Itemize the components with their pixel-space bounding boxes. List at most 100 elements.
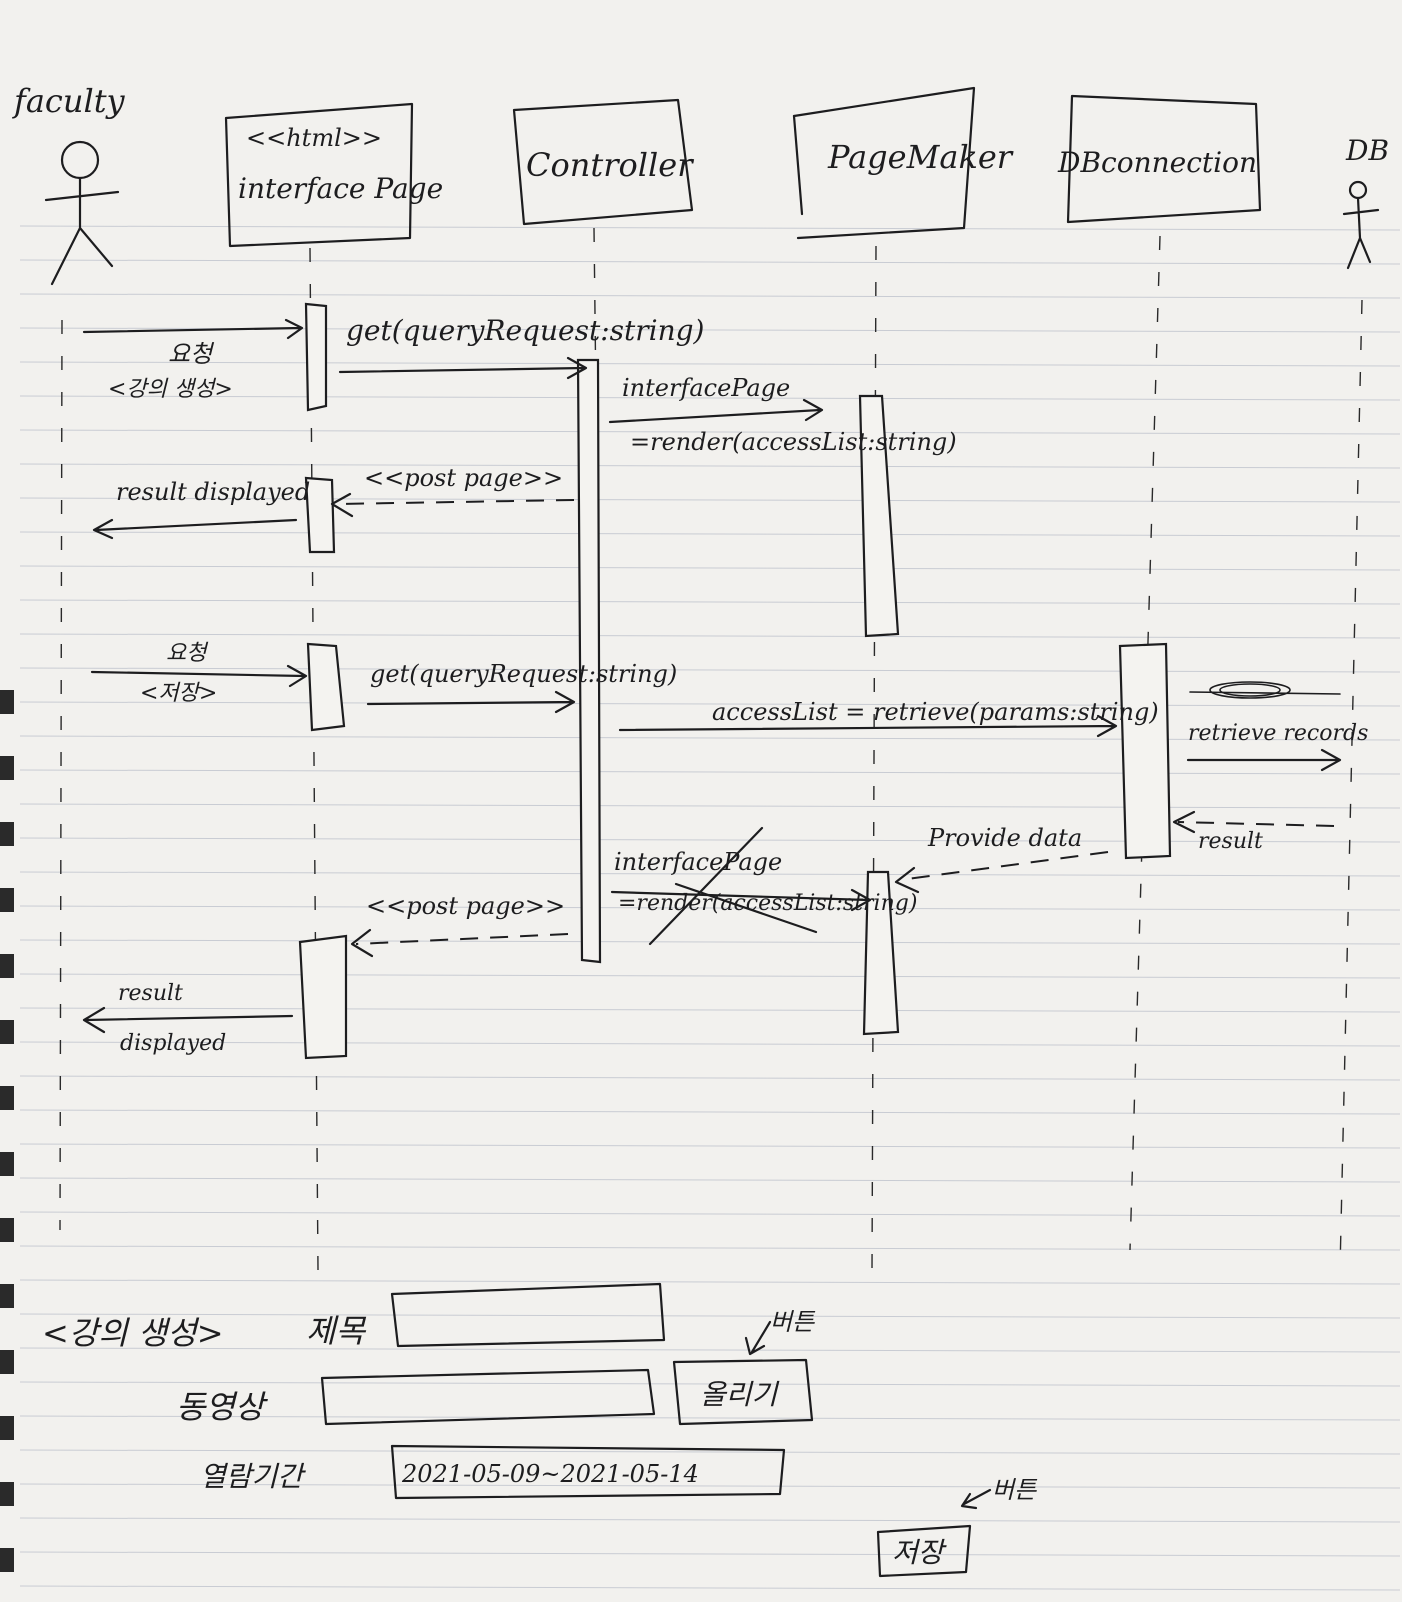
notebook-rule-line [19,701,1401,707]
notebook-rule-line [19,225,1401,231]
notebook-rule-line [19,259,1401,265]
notebook-rule-line [19,871,1401,877]
save-button-label: 저장 [892,1536,947,1569]
interfacepage1-label: interfacePage [622,374,790,402]
spiral-binding [0,690,14,1572]
db-result-label: result [1198,829,1263,854]
notebook-rule-line [19,939,1401,945]
faculty-stick-figure [44,140,120,286]
notebook-rule-line [19,463,1401,469]
post-page2-label: <<post page>> [366,892,565,920]
controller-label: Controller [526,146,694,184]
notebook-rule-line [19,599,1401,605]
title-field-label: 제목 [306,1312,366,1350]
notebook-rule-line [19,905,1401,911]
notebook-rule-line [19,1347,1401,1353]
notebook-rule-line [19,1517,1401,1523]
spiral-ring [0,1152,14,1176]
notebook-rule-line [19,395,1401,401]
scribble-mark [1189,681,1341,699]
notebook-rules [19,225,1401,1591]
retrieve-call-label: accessList = retrieve(params:string) [712,698,1159,726]
db-stick-figure [1342,180,1380,270]
video-field-label: 동영상 [176,1388,269,1426]
notebook-rule-line [19,1075,1401,1081]
period-field-label: 열람기간 [200,1460,306,1493]
faculty-label: faculty [12,82,126,120]
faculty-lifeline [59,319,63,1231]
retrieve-records-label: retrieve records [1188,721,1368,746]
spiral-ring [0,1218,14,1242]
notebook-rule-line [19,1041,1401,1047]
spiral-ring [0,756,14,780]
interface-name: interface Page [238,172,443,205]
spiral-ring [0,888,14,912]
spiral-ring [0,822,14,846]
dbconnection-box: DBconnection [1057,94,1262,224]
notebook-rule-line [19,769,1401,775]
notebook-rule-line [19,1381,1401,1387]
period-field-value: 2021-05-09~2021-05-14 [401,1460,699,1488]
notebook-rule-line [19,1483,1401,1489]
notebook-rule-line [19,293,1401,299]
notebook-rule-line [19,531,1401,537]
get1-label: get(queryRequest:string) [346,314,704,347]
title-field-box [390,1282,666,1348]
provide-data-label: Provide data [927,824,1082,852]
spiral-ring [0,690,14,714]
interface-lifeline [309,247,319,1271]
pagemaker-label: PageMaker [827,138,1014,176]
spiral-ring [0,954,14,978]
request2-note: <저장> [140,681,217,706]
notebook-rule-line [19,803,1401,809]
spiral-ring [0,1548,14,1572]
pagemaker-box: PageMaker [792,86,1014,240]
spiral-ring [0,1350,14,1374]
save-button-box [876,1524,972,1578]
save-button-note: 버튼 [992,1476,1038,1504]
spiral-ring [0,1482,14,1506]
notebook-rule-line [19,565,1401,571]
interfacepage2-label: interfacePage [614,848,782,876]
activation-bars [298,302,1172,1060]
request2-label: 요청 [166,641,209,666]
form-heading: <강의 생성> [42,1314,224,1352]
attach-button-box [672,1358,814,1426]
controller-box: Controller [512,98,694,226]
strike-through-mark [648,826,818,946]
render2-label: =render(accessList:string) [618,891,917,916]
attach-button-note: 버튼 [770,1308,816,1336]
displayed2-label: displayed [120,1031,226,1056]
notebook-rule-line [19,1109,1401,1115]
notebook-rule-line [19,1245,1401,1251]
period-field-box [390,1444,786,1500]
request1-label: 요청 [168,340,215,368]
get2-label: get(queryRequest:string) [370,660,677,688]
spiral-ring [0,1086,14,1110]
notebook-rule-line [19,1211,1401,1217]
spiral-ring [0,1416,14,1440]
notebook-rule-line [19,633,1401,639]
notebook-rule-line [19,1415,1401,1421]
result-displayed1-label: result displayed [116,478,310,506]
db-lifeline [1339,299,1363,1271]
notebook-rule-line [19,1449,1401,1455]
notebook-rule-line [19,837,1401,843]
notebook-rule-line [19,497,1401,503]
db-label: DB [1345,134,1389,167]
result2-label: result [118,981,183,1006]
notebook-rule-line [19,735,1401,741]
notebook-rule-line [19,667,1401,673]
spiral-ring [0,1284,14,1308]
render1-label: =render(accessList:string) [630,428,957,456]
pagemaker-lifeline [871,245,877,1271]
form-sketch: <강의 생성> 제목 동영상 올리기 버튼 열람기간 2021-05-09~20… [42,1282,1038,1578]
video-field-box [320,1368,656,1426]
request1-note: <강의 생성> [108,377,233,402]
notebook-rule-line [19,1551,1401,1557]
dbconnection-label: DBconnection [1057,146,1257,179]
notebook-rule-line [19,1007,1401,1013]
notebook-rule-line [19,1177,1401,1183]
